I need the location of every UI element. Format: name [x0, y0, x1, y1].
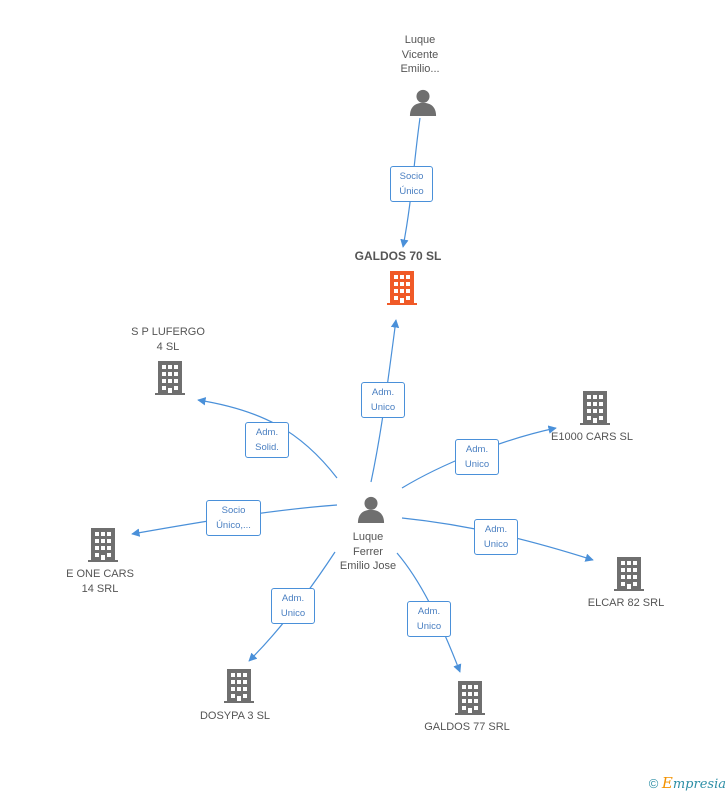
building-icon[interactable]: [614, 557, 644, 591]
empresia-logo-text: mpresia: [672, 777, 726, 792]
node-label-sp-lufergo[interactable]: S P LUFERGO 4 SL: [131, 326, 205, 353]
person-icon[interactable]: [357, 496, 385, 523]
copyright-symbol: ©: [648, 776, 659, 791]
node-label-e1000-cars[interactable]: E1000 CARS SL: [551, 431, 633, 443]
edge-label-socio-unico[interactable]: Socio Único: [390, 166, 433, 202]
node-label-luque-ferrer[interactable]: Luque Ferrer Emilio Jose: [339, 531, 397, 572]
node-label-dosypa-3[interactable]: DOSYPA 3 SL: [199, 710, 271, 722]
node-label-luque-vicente[interactable]: Luque Vicente Emilio...: [400, 34, 440, 75]
edge-label-adm-unico[interactable]: Adm. Unico: [407, 601, 451, 637]
edge-label-adm-solid[interactable]: Adm. Solid.: [245, 422, 289, 458]
building-icon[interactable]: [387, 271, 417, 305]
empresia-logo-e: E: [661, 774, 673, 792]
person-icon[interactable]: [409, 89, 437, 116]
edge-label-adm-unico[interactable]: Adm. Unico: [455, 439, 499, 475]
node-label-galdos-70[interactable]: GALDOS 70 SL: [354, 249, 442, 263]
edge-label-socio-unico-etc[interactable]: Socio Único,...: [206, 500, 261, 536]
edge-label-adm-unico[interactable]: Adm. Unico: [361, 382, 405, 418]
node-label-e-one-cars[interactable]: E ONE CARS 14 SRL: [66, 568, 134, 595]
building-icon[interactable]: [580, 391, 610, 425]
edge-label-adm-unico[interactable]: Adm. Unico: [271, 588, 315, 624]
edge-label-adm-unico[interactable]: Adm. Unico: [474, 519, 518, 555]
node-label-galdos-77[interactable]: GALDOS 77 SRL: [424, 721, 510, 733]
building-icon[interactable]: [155, 361, 185, 395]
building-icon[interactable]: [224, 669, 254, 703]
empresia-watermark: © Empresia: [649, 774, 726, 792]
node-label-elcar-82[interactable]: ELCAR 82 SRL: [587, 597, 665, 609]
building-icon[interactable]: [88, 528, 118, 562]
building-icon[interactable]: [455, 681, 485, 715]
